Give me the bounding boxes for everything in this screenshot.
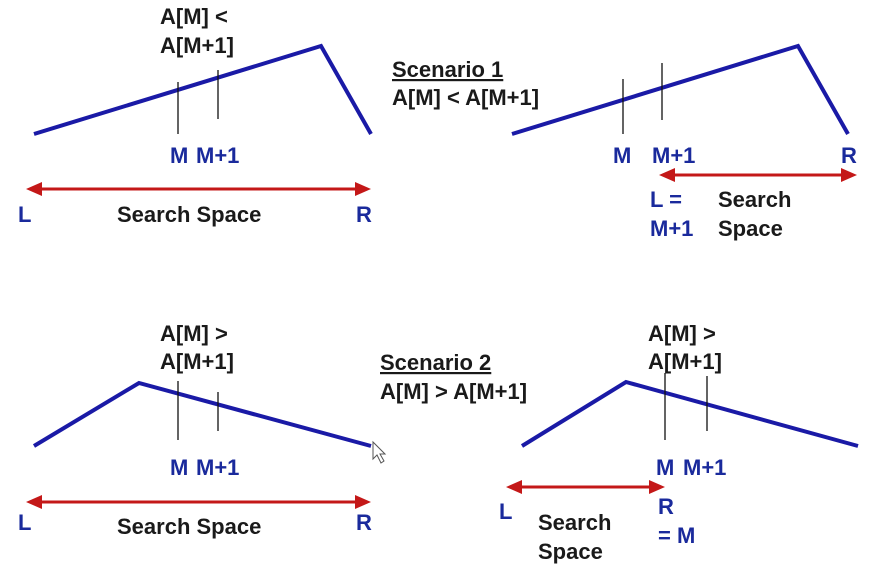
panel-bottom-left: A[M] > A[M+1] M M+1 L R Search Space: [18, 321, 372, 539]
arrow-head-right-icon: [841, 168, 857, 182]
array-curve: [520, 379, 859, 448]
m-label: M: [656, 455, 674, 480]
array-curve: [32, 380, 372, 448]
r-equals-m-label: = M: [658, 523, 695, 548]
panel-top-right: M M+1 R L = M+1 Search Space: [511, 43, 857, 241]
array-curve: [511, 43, 850, 136]
search-space-label-line1: Search: [538, 510, 611, 535]
arrow-head-right-icon: [355, 182, 371, 196]
array-curve: [33, 43, 373, 136]
m-label: M: [613, 143, 631, 168]
scenario-1-condition: A[M] < A[M+1]: [392, 85, 539, 110]
m-plus-1-label: M+1: [683, 455, 726, 480]
l-equals-label: L =: [650, 187, 682, 212]
arrow-head-left-icon: [26, 182, 42, 196]
arrow-head-left-icon: [659, 168, 675, 182]
m-plus-1-label: M+1: [196, 143, 239, 168]
l-value-label: M+1: [650, 216, 693, 241]
m-plus-1-label: M+1: [196, 455, 239, 480]
search-space-label-line2: Space: [718, 216, 783, 241]
m-label: M: [170, 143, 188, 168]
scenario-2-caption: Scenario 2 A[M] > A[M+1]: [380, 350, 527, 404]
r-label: R: [356, 202, 372, 227]
search-space-label: Search Space: [117, 202, 261, 227]
r-label: R: [356, 510, 372, 535]
r-label: R: [841, 143, 857, 168]
arrow-head-right-icon: [649, 480, 665, 494]
scenario-1-caption: Scenario 1 A[M] < A[M+1]: [392, 57, 539, 110]
l-label: L: [499, 499, 512, 524]
search-space-label-line2: Space: [538, 539, 603, 564]
scenario-1-title: Scenario 1: [392, 57, 503, 82]
r-label: R: [658, 494, 674, 519]
condition-label-line1: A[M] >: [648, 321, 716, 346]
m-plus-1-label: M+1: [652, 143, 695, 168]
panel-bottom-right: A[M] > A[M+1] M M+1 L R = M Search Space: [499, 321, 859, 564]
arrow-head-left-icon: [26, 495, 42, 509]
condition-label-line1: A[M] >: [160, 321, 228, 346]
mouse-cursor-icon: [372, 440, 387, 464]
panel-top-left: A[M] < A[M+1] M M+1 L R Search Space: [18, 4, 373, 227]
condition-label-line2: A[M+1]: [160, 33, 234, 58]
search-space-label: Search Space: [117, 514, 261, 539]
scenario-2-title: Scenario 2: [380, 350, 491, 375]
condition-label-line2: A[M+1]: [160, 349, 234, 374]
condition-label-line2: A[M+1]: [648, 349, 722, 374]
l-label: L: [18, 202, 31, 227]
search-space-label-line1: Search: [718, 187, 791, 212]
l-label: L: [18, 510, 31, 535]
scenario-2-condition: A[M] > A[M+1]: [380, 379, 527, 404]
arrow-head-left-icon: [506, 480, 522, 494]
condition-label-line1: A[M] <: [160, 4, 228, 29]
arrow-head-right-icon: [355, 495, 371, 509]
m-label: M: [170, 455, 188, 480]
